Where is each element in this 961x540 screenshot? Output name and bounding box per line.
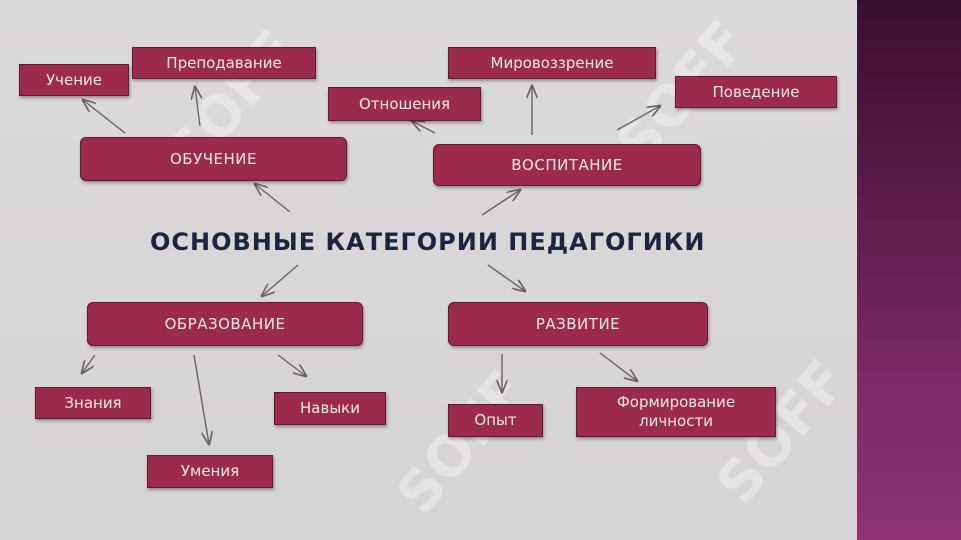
arrow xyxy=(255,184,291,213)
umeniya-box: Умения xyxy=(147,455,273,488)
arrow xyxy=(616,106,660,131)
obrazovanie-label: ОБРАЗОВАНИЕ xyxy=(164,314,286,333)
obuchenie-label: ОБУЧЕНИЕ xyxy=(170,149,257,168)
umeniya-label: Умения xyxy=(180,462,240,480)
povedenie-label: Поведение xyxy=(712,82,800,101)
side-decoration xyxy=(857,0,961,540)
navyki-box: Навыки xyxy=(274,392,386,425)
vospitanie-label: ВОСПИТАНИЕ xyxy=(511,155,623,174)
arrow xyxy=(412,121,436,134)
prepodavanie-box: Преподавание xyxy=(132,47,316,79)
povedenie-box: Поведение xyxy=(675,76,837,108)
arrow xyxy=(481,190,520,216)
znaniya-label: Знания xyxy=(64,393,122,412)
opyt-label: Опыт xyxy=(474,411,517,429)
uchenie-box: Учение xyxy=(19,64,129,96)
navyki-label: Навыки xyxy=(300,399,360,417)
formirovanie-label-line2: личности xyxy=(639,412,713,430)
razvitie-label: РАЗВИТИЕ xyxy=(535,314,621,333)
arrow xyxy=(82,354,96,373)
uchenie-label: Учение xyxy=(45,70,102,89)
vospitanie-box: ВОСПИТАНИЕ xyxy=(433,144,701,186)
razvitie-box: РАЗВИТИЕ xyxy=(448,302,708,346)
mirovozzrenie-label: Мировоззрение xyxy=(490,53,614,72)
arrow xyxy=(262,264,299,296)
otnosheniya-label: Отношения xyxy=(358,94,451,113)
prepodavanie-label: Преподавание xyxy=(166,53,282,72)
diagram-title: ОСНОВНЫЕ КАТЕГОРИИ ПЕДАГОГИКИ xyxy=(150,228,706,256)
obuchenie-box: ОБУЧЕНИЕ xyxy=(80,137,347,181)
opyt-box: Опыт xyxy=(448,404,543,437)
arrows xyxy=(0,0,857,540)
arrow xyxy=(487,264,525,291)
arrow xyxy=(195,87,200,127)
arrow xyxy=(193,354,209,444)
formirovanie-label-line1: Формирование xyxy=(616,393,736,411)
arrow xyxy=(83,100,126,134)
obrazovanie-box: ОБРАЗОВАНИЕ xyxy=(87,302,363,346)
mirovozzrenie-box: Мировоззрение xyxy=(448,47,656,79)
otnosheniya-box: Отношения xyxy=(328,87,481,121)
znaniya-box: Знания xyxy=(35,387,151,419)
formirovanie-box: Формирование личности xyxy=(576,387,776,437)
arrow xyxy=(277,354,306,376)
arrow xyxy=(599,352,637,381)
